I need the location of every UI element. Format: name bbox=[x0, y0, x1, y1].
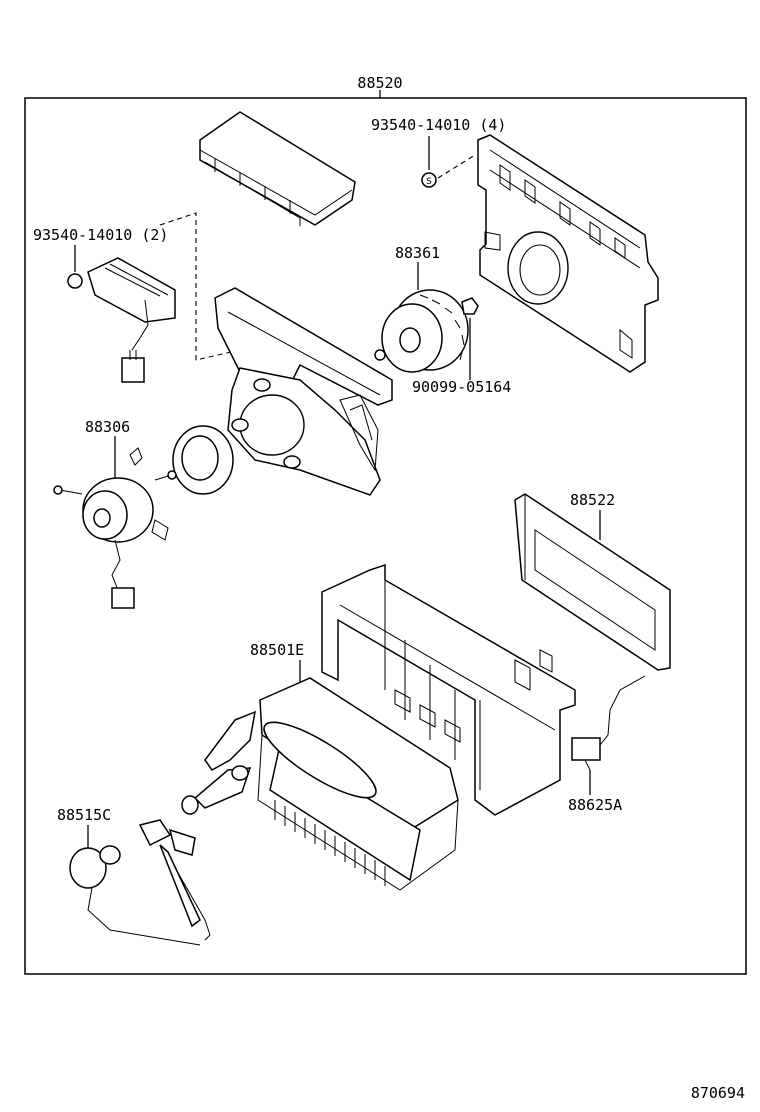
screw-left bbox=[67, 273, 83, 289]
blower-fan-part bbox=[381, 289, 469, 373]
label-blower-fan: 88361 bbox=[395, 244, 440, 262]
blower-housing-part bbox=[214, 287, 393, 496]
blower-motor-part bbox=[53, 447, 177, 609]
screw-top-dash bbox=[437, 154, 476, 179]
label-filter: 88522 bbox=[570, 491, 615, 509]
label-expansion-valve: 88515C bbox=[57, 806, 111, 824]
expansion-valve-part bbox=[69, 819, 211, 946]
screw-symbol: S bbox=[426, 177, 432, 187]
footer-code: 870694 bbox=[691, 1084, 745, 1102]
label-screw-left: 93540-14010 (2) bbox=[33, 226, 168, 244]
label-screw-top-right: 93540-14010 (4) bbox=[371, 116, 506, 134]
side-panel-part bbox=[477, 134, 659, 373]
assembly-label: 88520 bbox=[357, 74, 402, 92]
screw-top-right bbox=[421, 172, 437, 188]
diagram-frame bbox=[24, 97, 747, 975]
thermistor-part bbox=[571, 675, 646, 771]
label-fan-nut: 90099-05164 bbox=[412, 378, 511, 396]
seal-ring-part bbox=[172, 425, 234, 495]
evaporator-case-part bbox=[321, 563, 576, 816]
filter-part bbox=[514, 493, 671, 671]
resistor-part bbox=[87, 257, 176, 383]
top-cover-part bbox=[199, 111, 356, 226]
label-thermistor: 88625A bbox=[568, 796, 622, 814]
label-blower-motor: 88306 bbox=[85, 418, 130, 436]
resistor-dash bbox=[159, 212, 241, 361]
fan-nut-part bbox=[461, 297, 479, 315]
label-evaporator: 88501E bbox=[250, 641, 304, 659]
evaporator-core-part bbox=[181, 677, 459, 891]
